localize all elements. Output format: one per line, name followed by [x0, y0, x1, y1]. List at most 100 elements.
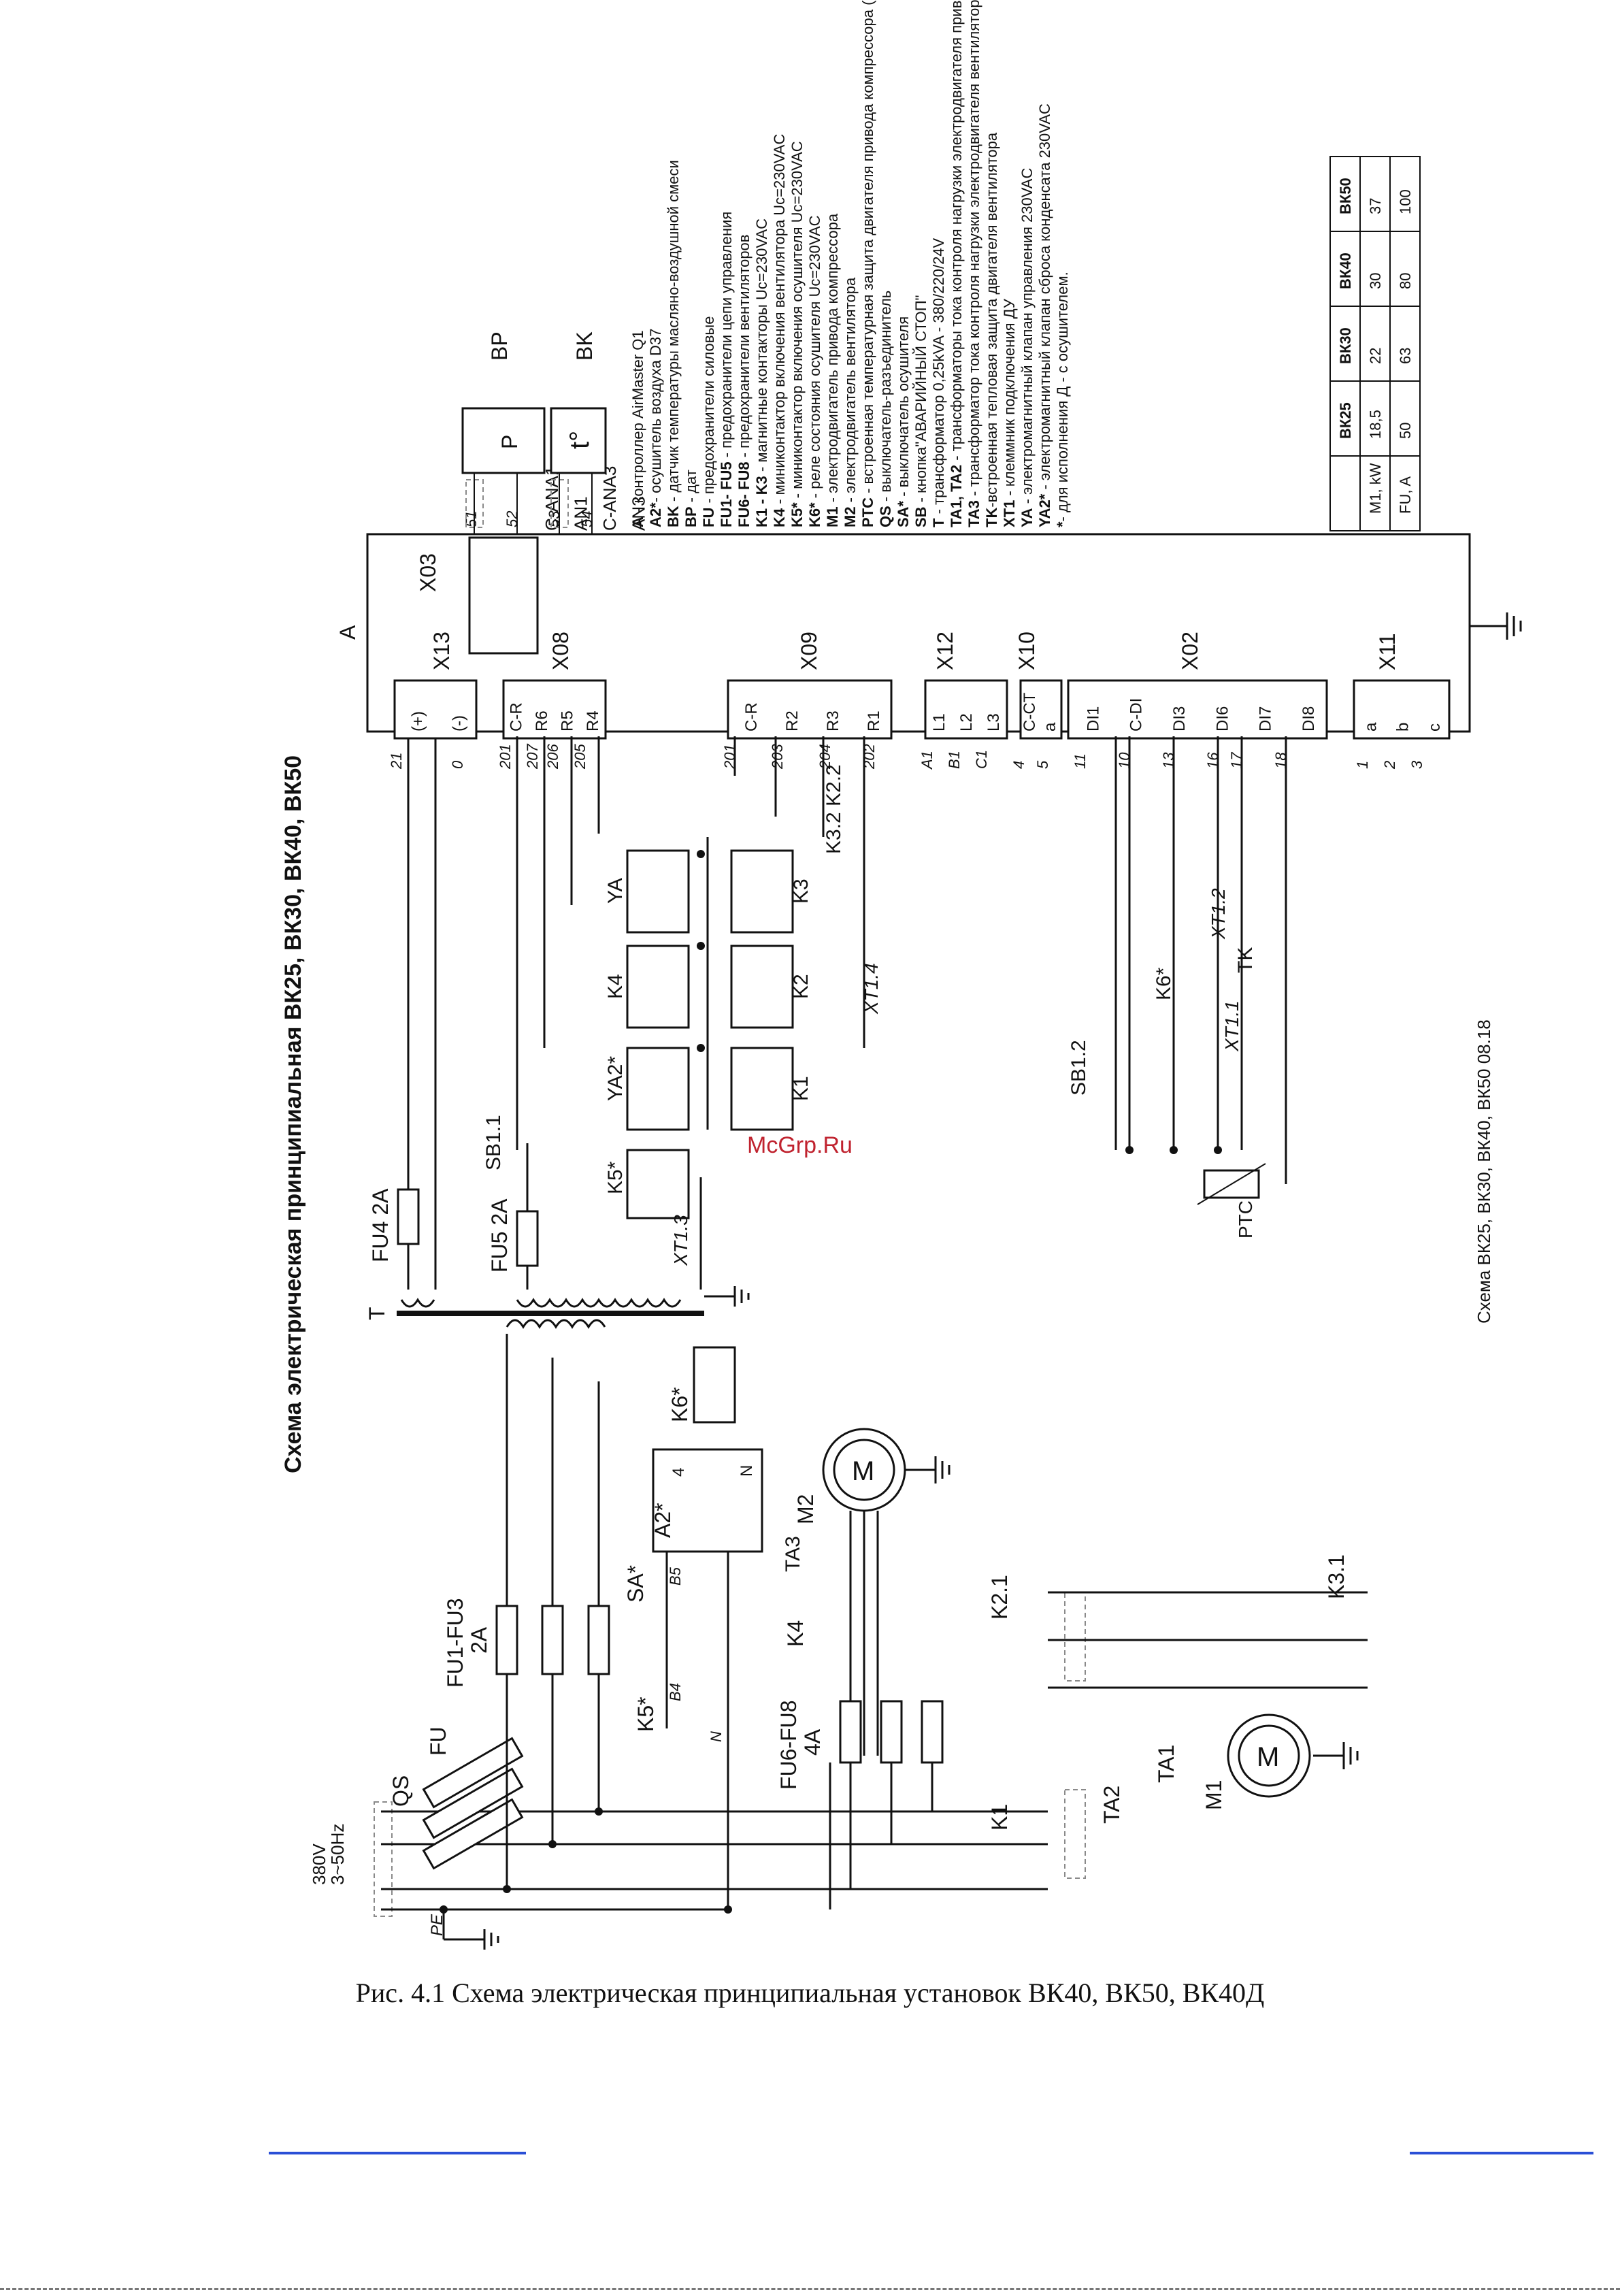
- legend-item: FU - предохранители силовые: [700, 316, 717, 527]
- block-label-x10: X10: [1014, 632, 1039, 670]
- contact-k2-2: K2.2: [823, 764, 845, 806]
- wire-x12-0: A1: [919, 751, 936, 770]
- contact-sb1-2: SB1.2: [1068, 1040, 1090, 1096]
- supply-freq-label: 3~50Hz: [327, 1824, 348, 1885]
- pin-x03-3: AN3: [628, 496, 648, 531]
- pin-x02-2: DI3: [1170, 706, 1189, 732]
- main-motor-m1: M M1 TA1 TA2 K1 K2.1 K3.1: [987, 1554, 1368, 1879]
- coil-k1: K1: [730, 1047, 812, 1131]
- page-bottom-rule: [0, 2288, 1620, 2290]
- coil-k5: K5*: [604, 1149, 690, 1219]
- diagram-title: Схема электрическая принципиальная ВК25,…: [280, 755, 306, 1473]
- spec-cell-0-2: 22: [1367, 348, 1384, 364]
- supply-terminal-dashed: [374, 1801, 393, 1917]
- legend-key: PTC: [859, 497, 876, 527]
- footer-link-right[interactable]: [1410, 2152, 1593, 2154]
- contact-sb1-1: SB1.1: [482, 1115, 505, 1170]
- contact-tk: TK: [1234, 947, 1257, 973]
- legend-item: BK - датчик температуры масляно-воздушно…: [665, 160, 682, 527]
- figure-caption: Рис. 4.1 Схема электрическая принципиаль…: [355, 1978, 1265, 2008]
- legend-text: - миниконтактор включения осушителя Uc=2…: [789, 141, 806, 502]
- pin-x10-0: C-CT: [1021, 692, 1039, 732]
- pin-x08-1: R6: [533, 710, 551, 732]
- transformer-label: T: [365, 1307, 389, 1320]
- legend-item: XT1 - клеммник подключения ДУ: [1001, 298, 1018, 527]
- legend-key: A: [629, 516, 646, 527]
- legend-key: M1: [824, 506, 841, 527]
- legend-item: K6* - реле состояния осушителя Uc=230VAC: [806, 215, 823, 527]
- sensors: BP BK P t°: [461, 331, 607, 534]
- pin-x13-1: (-): [450, 715, 468, 732]
- legend-text: - клеммник подключения ДУ: [1001, 298, 1018, 499]
- legend-item: K4 - миниконтактор включения вентилятора…: [771, 134, 788, 527]
- legend-text: - контроллер AirMaster Q1: [629, 330, 646, 516]
- legend-item: K5* - миниконтактор включения осушителя …: [789, 141, 806, 527]
- pin-x09-1: R2: [783, 710, 801, 732]
- legend-item: TA3 - трансформатор тока контроля нагруз…: [965, 0, 982, 527]
- pin-x13-0: (+): [409, 711, 427, 732]
- legend-text: - миниконтактор включения вентилятора Uc…: [771, 134, 788, 508]
- legend-text: - магнитные контакторы Uc=230VAC: [753, 218, 770, 476]
- wire-x09-2: 204: [816, 744, 833, 770]
- legend-key: TA3: [965, 500, 982, 527]
- wire-x09-1: 203: [769, 744, 786, 770]
- spec-cell-0-3: 30: [1367, 273, 1384, 289]
- legend-item: TK-встроенная тепловая защита двигателя …: [983, 132, 1000, 527]
- spec-cell-1-3: 80: [1397, 273, 1414, 289]
- k4-power-label: K4: [783, 1620, 808, 1647]
- m1-label: M1: [1202, 1780, 1226, 1810]
- fu-label: FU: [426, 1726, 450, 1756]
- pin-x02-1: C-DI: [1127, 698, 1146, 732]
- legend-text: - осушитель воздуха D37: [647, 329, 664, 503]
- legend-key: QS: [877, 506, 894, 527]
- watermark: McGrp.Ru: [747, 1132, 853, 1158]
- legend-key: M2: [842, 506, 859, 527]
- legend-key: TA1, TA2: [948, 465, 965, 527]
- fu6-fu8-label: FU6-FU8: [776, 1700, 801, 1790]
- wire-x08-2: 206: [544, 744, 561, 770]
- footer-link-left[interactable]: [269, 2152, 526, 2154]
- wire-x10-0: 4: [1010, 761, 1027, 769]
- block-label-x12: X12: [933, 632, 957, 670]
- bk-symbol: t°: [565, 431, 595, 449]
- legend-item: QS - выключатель-разъединитель: [877, 291, 894, 527]
- k1-power-label: K1: [987, 1804, 1012, 1831]
- block-label-x13: X13: [429, 632, 454, 670]
- legend-text: - выключатель-разъединитель: [877, 291, 894, 506]
- dryer-wire-b4: B4: [667, 1683, 684, 1701]
- legend-item: YA - электромагнитный клапан управления …: [1019, 168, 1036, 527]
- pin-x09-0: C-R: [742, 702, 761, 732]
- wire-x03-1: 52: [503, 511, 520, 527]
- contact-k3-2: K3.2: [823, 812, 845, 854]
- legend-text: - трансформаторы тока контроля нагрузки …: [948, 0, 965, 465]
- legend-key: FU6- FU8: [735, 461, 753, 527]
- legend-text: - трансформатор тока контроля нагрузки э…: [965, 0, 982, 500]
- coil-label-1: K4: [604, 974, 627, 999]
- pin-x10-1: a: [1041, 722, 1059, 732]
- legend-key: BP: [682, 506, 699, 527]
- wire-x10-1: 5: [1034, 760, 1051, 769]
- legend-key: TK: [983, 508, 1000, 527]
- legend-item: SA* - выключатель осушителя: [895, 316, 912, 527]
- legend-item: *- для исполнения Д - с осушителем.: [1054, 272, 1071, 527]
- coil-label-3: K5*: [604, 1161, 627, 1194]
- spec-cell-1-1: 50: [1397, 423, 1414, 439]
- legend-key: SA*: [895, 500, 912, 527]
- m1-symbol: M: [1257, 1742, 1279, 1772]
- wire-x11-1: 2: [1381, 761, 1398, 770]
- coil-label-5: K2: [790, 974, 812, 999]
- legend-item: T - трансформатор 0,25kVA - 380/220/24V: [930, 237, 947, 527]
- wire-x12-2: C1: [973, 750, 990, 769]
- legend-item: FU6- FU8 - предохранители вентиляторов: [735, 235, 753, 527]
- dryer-k6-label: K6*: [667, 1387, 692, 1422]
- ptc-sensor: PTC: [1197, 1163, 1266, 1239]
- dryer-wire-n: N: [708, 1731, 725, 1742]
- legend-key: K6*: [806, 502, 823, 527]
- fan-motor-m2: M M2 TA3: [782, 1428, 950, 1756]
- legend-text: -встроенная тепловая защита двигателя ве…: [983, 132, 1000, 508]
- dryer-sa-label: SA*: [623, 1565, 648, 1603]
